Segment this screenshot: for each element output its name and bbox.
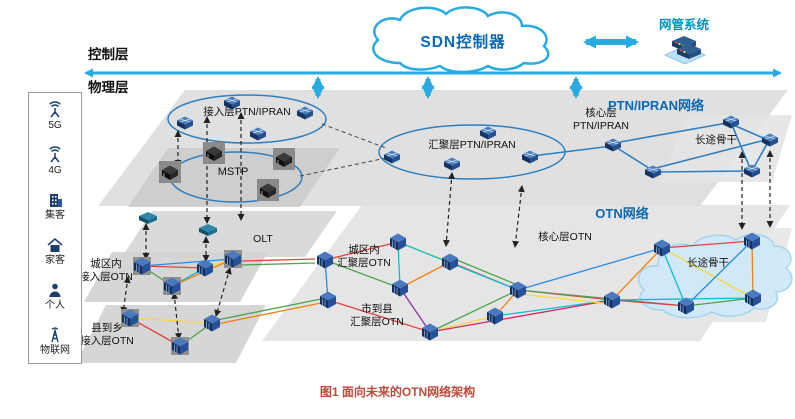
person-icon: [49, 283, 61, 297]
access-type-label: 集客: [45, 210, 65, 221]
interlayer-arrows: [120, 112, 774, 340]
access-type-5g: 5G: [45, 100, 65, 131]
ptn-links: [531, 122, 769, 173]
olt-plane: [122, 211, 337, 257]
mstp-node-icon: [159, 161, 181, 183]
home-icon: [47, 237, 63, 252]
access-type-home: 家客: [45, 235, 65, 266]
otn-mesh-links: [129, 240, 754, 347]
mstp-node-icon: [257, 179, 279, 201]
ptn-dashed-links: [299, 123, 387, 177]
access-type-label: 物联网: [40, 345, 70, 356]
access-type-label: 4G: [48, 165, 62, 176]
antenna-4g-icon: [49, 146, 61, 163]
access-type-iot: 物联网: [40, 325, 70, 356]
nms-server-icon: [663, 36, 707, 65]
ptn-access-ring: [167, 94, 327, 144]
antenna-5g-icon: [49, 101, 61, 118]
access-type-label: 5G: [48, 120, 62, 131]
mstp-node-icon: [273, 148, 295, 170]
access-type-4g: 4G: [45, 145, 65, 176]
access-type-label: 个人: [45, 300, 65, 311]
iot-tower-icon: [51, 327, 59, 343]
sdn-cloud: [372, 6, 550, 74]
access-type-person: 个人: [45, 280, 65, 311]
access-types-panel: 5G 4G 集客 家客 个人 物联网: [28, 92, 82, 364]
enterprise-building-icon: [50, 194, 62, 207]
control-plane-links: [84, 35, 782, 99]
mstp-node-icon: [203, 142, 225, 164]
access-type-enterprise: 集客: [45, 190, 65, 221]
access-type-label: 家客: [45, 255, 65, 266]
ptn-backbone-plane: [660, 115, 792, 182]
